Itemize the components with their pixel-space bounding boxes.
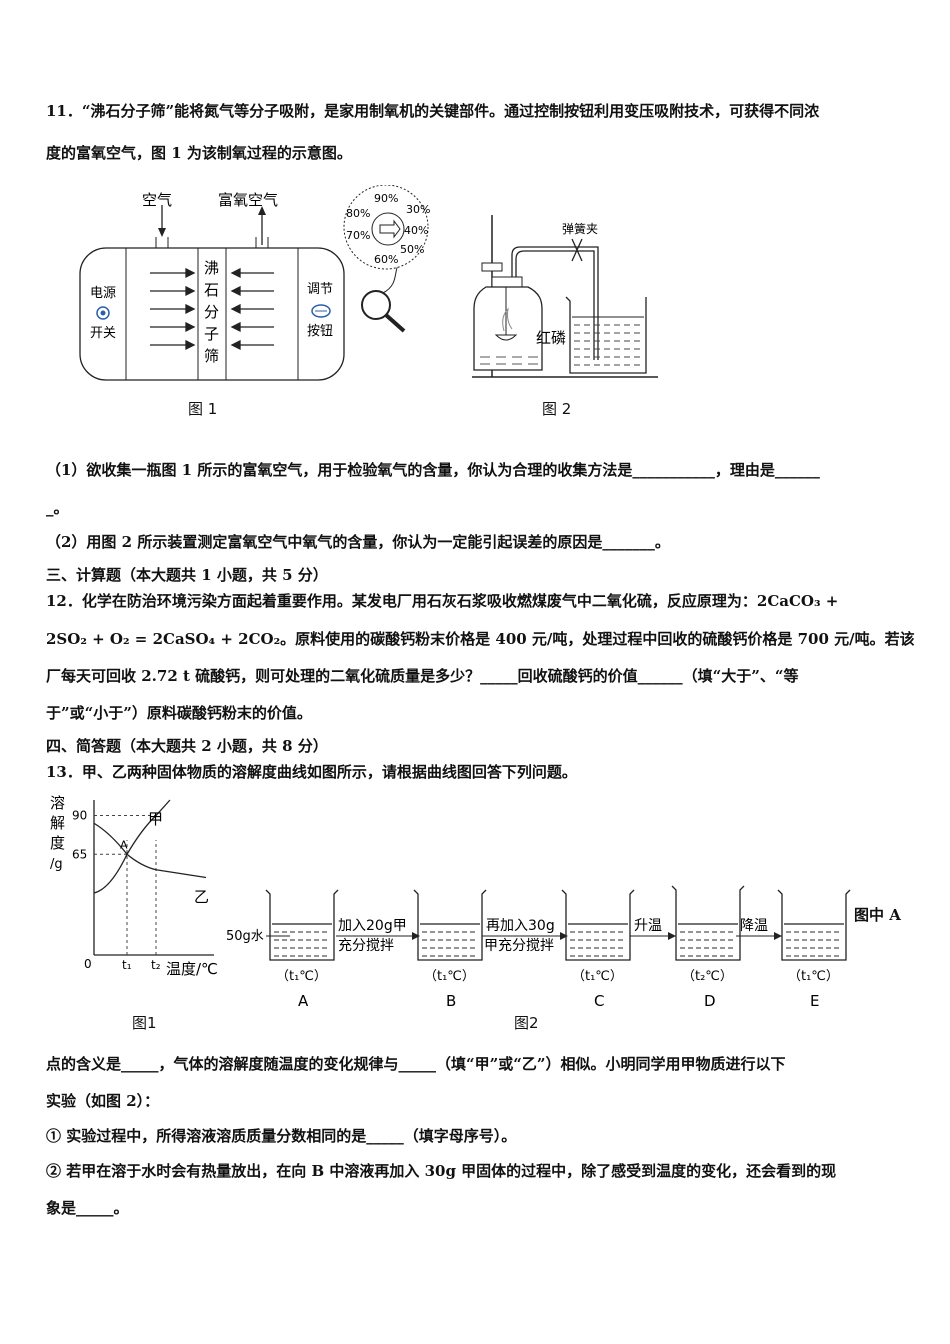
sieve-char-5: 筛	[204, 347, 219, 365]
beaker-temp-label: （t₂℃）	[682, 969, 733, 984]
sieve-char-3: 分	[204, 303, 219, 321]
beaker-B	[413, 889, 487, 961]
step-4-label: 降温	[740, 918, 768, 934]
beaker-letter-label: A	[298, 992, 309, 1010]
series-label-2: 乙	[194, 888, 209, 906]
spring-clamp-icon	[571, 238, 583, 262]
beaker-letter-label: B	[446, 992, 456, 1010]
q13-item-1: ① 实验过程中，所得溶液溶质质量分数相同的是_____（填字母序号）。	[46, 1127, 517, 1145]
q12-line-4: 于”或“小于”）原料碳酸钙粉末的价值。	[46, 704, 312, 722]
power-label-bottom: 开关	[90, 326, 116, 341]
magnifier-icon	[361, 290, 391, 320]
y-axis-label-char-4: /g	[50, 857, 63, 872]
q11-line-2: 度的富氧空气，图 1 为该制氧过程的示意图。	[46, 144, 352, 162]
q11-sub1-line-2: _。	[46, 499, 69, 517]
svg-text:80%: 80%	[346, 207, 370, 220]
q11-sub2: （2）用图 2 所示装置测定富氧空气中氧气的含量，你认为一定能引起误差的原因是_…	[46, 533, 670, 551]
q13-item-2-line-2: 象是_____。	[46, 1199, 129, 1217]
svg-text:70%: 70%	[346, 229, 370, 242]
beaker-letter-label: D	[704, 992, 716, 1010]
y-tick-label: 90	[72, 809, 87, 823]
beaker-temp-label: （t₁℃）	[788, 969, 839, 984]
water-label: 50g水	[226, 929, 264, 944]
beaker-D	[671, 885, 745, 961]
intersection-point-label: A	[120, 838, 128, 851]
solubility-chart: 溶 解 度 /g 90 65 t₁ t₂ 甲乙 A 温度/℃ 0	[44, 790, 234, 994]
step-2-label-top: 再加入30g	[486, 918, 555, 934]
q13-line-1: 13．甲、乙两种固体物质的溶解度曲线如图所示，请根据曲线图回答下列问题。	[46, 763, 577, 781]
q12-line-2: 2SO₂ + O₂ = 2CaSO₄ + 2CO₂。原料使用的碳酸钙粉末价格是 …	[46, 630, 915, 648]
step-1-label-top: 加入20g甲	[338, 918, 407, 934]
figure-2-apparatus: 弹簧夹 红磷	[468, 205, 668, 389]
sieve-char-4: 子	[204, 325, 219, 343]
power-label-top: 电源	[90, 286, 116, 301]
q13-item-2-line-1: ② 若甲在溶于水时会有热量放出，在向 B 中溶液再加入 30g 甲固体的过程中，…	[46, 1162, 837, 1180]
x-axis-label: 温度/℃	[166, 960, 218, 978]
x-tick-label: t₂	[151, 958, 161, 972]
x-tick-label: t₁	[122, 958, 132, 972]
series-label-1: 甲	[148, 810, 163, 828]
beaker-E	[777, 889, 851, 961]
adjust-label-top: 调节	[307, 282, 333, 297]
beaker-temp-label: （t₁℃）	[424, 969, 475, 984]
section-3-heading: 三、计算题（本大题共 1 小题，共 5 分）	[46, 566, 328, 584]
origin-label: 0	[84, 957, 92, 971]
figure-1-oxygen-generator: 空气 富氧空气 电源 开关 沸 石 分 子 筛 调节 按钮 90% 30% 80…	[78, 184, 438, 389]
q11-sub1-line-1: （1）欲收集一瓶图 1 所示的富氧空气，用于检验氧气的含量，你认为合理的收集方法…	[46, 461, 820, 479]
svg-text:60%: 60%	[374, 253, 398, 266]
svg-text:50%: 50%	[400, 243, 424, 256]
y-axis-label-char-3: 度	[50, 834, 65, 852]
step-3-label: 升温	[634, 918, 662, 934]
beaker-letter-label: E	[810, 992, 819, 1010]
phosphorus-label: 红磷	[536, 329, 566, 347]
beaker-temp-label: （t₁℃）	[276, 969, 327, 984]
clamp-label: 弹簧夹	[562, 221, 598, 236]
air-in-label: 空气	[142, 191, 172, 209]
y-tick-label: 65	[72, 847, 87, 861]
process-figure: 50g水 加入20g甲 充分搅拌 再加入30g 甲充分搅拌 升温 降温 （t₁℃…	[226, 878, 866, 1022]
series-curve-2	[93, 822, 207, 879]
beaker-temp-label: （t₁℃）	[572, 969, 623, 984]
y-axis-label-char-2: 解	[50, 814, 65, 832]
figure-1-caption: 图 1	[188, 400, 218, 418]
process-caption: 图2	[514, 1014, 539, 1032]
chart-caption: 图1	[132, 1014, 157, 1032]
q13-inline-text: 图中 A	[854, 906, 901, 924]
q12-line-3: 厂每天可回收 2.72 t 硫酸钙，则可处理的二氧化硫质量是多少？_____回收…	[46, 667, 799, 685]
adjust-label-bottom: 按钮	[307, 324, 333, 339]
adjust-knob-icon	[311, 304, 331, 318]
q13-line-3: 实验（如图 2）：	[46, 1092, 160, 1110]
power-switch-icon	[96, 306, 110, 320]
step-2-label-bottom: 甲充分搅拌	[484, 938, 554, 954]
q11-line-1: 11．“沸石分子筛”能将氮气等分子吸附，是家用制氧机的关键部件。通过控制按钮利用…	[46, 102, 820, 120]
y-axis-label-char-1: 溶	[50, 794, 65, 812]
section-4-heading: 四、简答题（本大题共 2 小题，共 8 分）	[46, 737, 328, 755]
air-out-label: 富氧空气	[218, 191, 278, 209]
concentration-dial	[343, 184, 429, 270]
svg-text:30%: 30%	[406, 203, 430, 216]
q13-line-2: 点的含义是_____，气体的溶解度随温度的变化规律与_____（填“甲”或“乙”…	[46, 1055, 786, 1073]
figure-2-caption: 图 2	[542, 400, 572, 418]
svg-text:40%: 40%	[404, 224, 428, 237]
sieve-char-2: 石	[204, 281, 219, 299]
step-1-label-bottom: 充分搅拌	[338, 938, 394, 954]
svg-text:90%: 90%	[374, 192, 398, 205]
sieve-char-1: 沸	[204, 259, 219, 277]
beaker-A	[265, 889, 339, 961]
beaker-C	[561, 889, 635, 961]
q12-line-1: 12．化学在防治环境污染方面起着重要作用。某发电厂用石灰石浆吸收燃煤废气中二氧化…	[46, 592, 839, 610]
beaker-letter-label: C	[594, 992, 604, 1010]
